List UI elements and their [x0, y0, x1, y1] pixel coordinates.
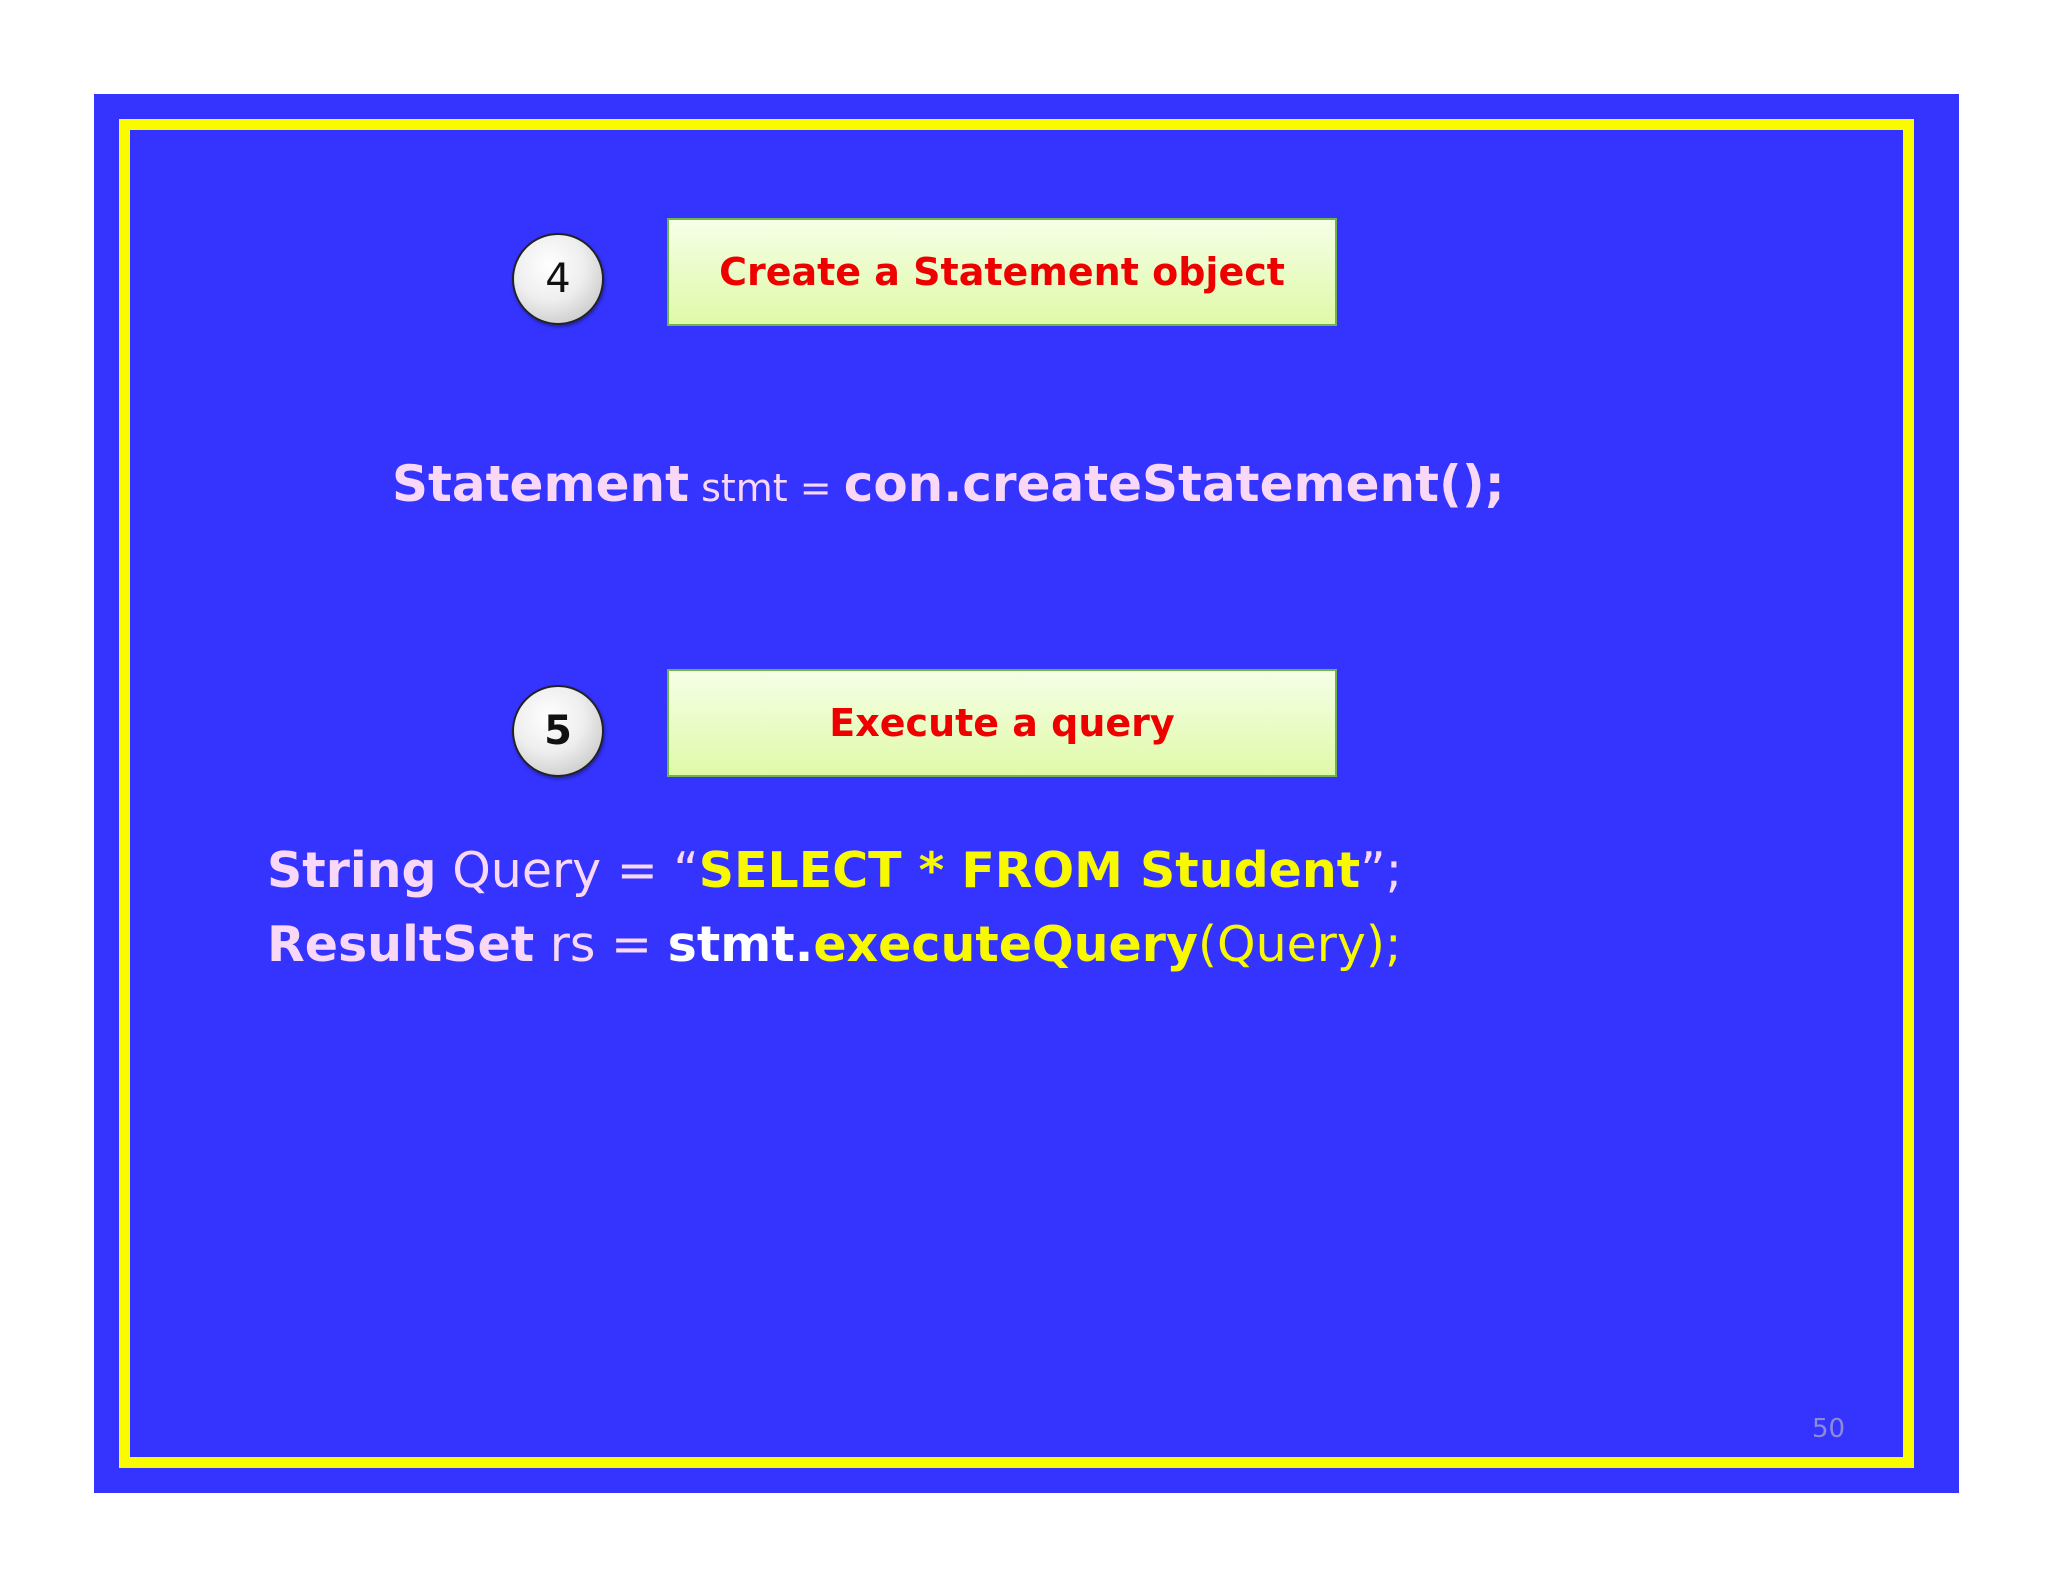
- code-token-variable: rs =: [534, 916, 668, 973]
- slide-frame: [119, 119, 1914, 1468]
- code-line-query-string: String Query = “SELECT * FROM Student”;: [267, 846, 1402, 895]
- code-token-type: ResultSet: [267, 916, 535, 973]
- code-line-execute-query: ResultSet rs = stmt.executeQuery(Query);: [267, 920, 1402, 969]
- step-5-circle: 5: [512, 685, 604, 777]
- code-token-variable: Query = “: [436, 842, 699, 899]
- code-token-args: (Query);: [1197, 916, 1402, 973]
- code-line-create-statement: Statement stmt = con.createStatement();: [392, 459, 1505, 509]
- step-4-label-box: Create a Statement object: [667, 218, 1337, 326]
- step-4-circle: 4: [512, 233, 604, 325]
- page-number: 50: [1812, 1414, 1846, 1444]
- code-token-sql: SELECT * FROM Student: [698, 842, 1361, 899]
- code-token-variable: stmt =: [688, 466, 844, 510]
- slide: [94, 94, 1959, 1493]
- code-token-type: String: [267, 842, 437, 899]
- code-token-type: Statement: [392, 455, 689, 513]
- code-token-end: ”;: [1360, 842, 1403, 899]
- code-token-object: stmt.: [667, 916, 814, 973]
- step-5-label-box: Execute a query: [667, 669, 1337, 777]
- code-token-call: con.createStatement();: [843, 455, 1505, 513]
- code-token-method: executeQuery: [813, 916, 1198, 973]
